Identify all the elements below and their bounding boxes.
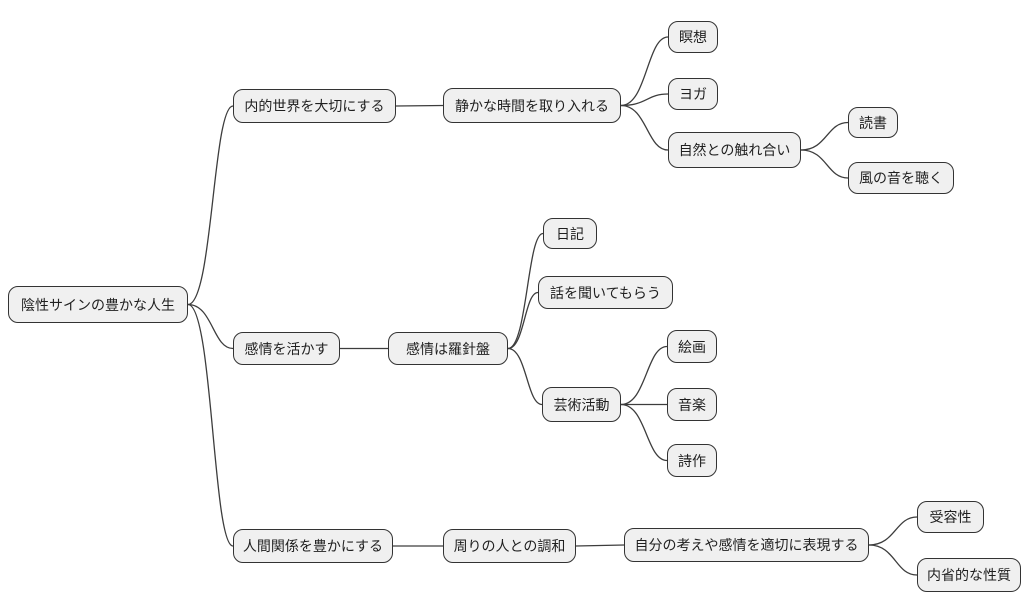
mindmap-node-being-heard-label: 話を聞いてもらう [550,284,661,301]
edge-art-activities-poetry [620,403,668,462]
mindmap-node-rich-relationships[interactable]: 人間関係を豊かにする [233,529,393,563]
mindmap-node-poetry-label: 詩作 [678,452,706,469]
edge-emotion-compass-art-activities [507,347,543,406]
edge-root-rich-relationships [187,303,234,547]
edge-quiet-time-nature-contact [620,104,669,151]
mindmap-node-receptivity[interactable]: 受容性 [917,501,984,533]
edge-nature-contact-wind-sound [800,149,849,179]
edge-root-inner-world [187,105,234,306]
mindmap-node-yoga-label: ヨガ [679,86,707,102]
edge-inner-world-quiet-time [395,104,444,107]
edge-quiet-time-yoga [620,93,669,107]
mindmap-node-inner-world-label: 内的世界を大切にする [244,98,385,114]
mindmap-node-quiet-time-label: 静かな時間を取り入れる [455,97,609,114]
edge-express-introspective [868,544,918,576]
mindmap-node-meditation[interactable]: 瞑想 [668,21,718,53]
mindmap-node-nature-contact-label: 自然との触れ合い [678,142,791,158]
mindmap-node-reading[interactable]: 読書 [848,107,898,138]
mindmap-node-music[interactable]: 音楽 [667,388,717,421]
mindmap-node-use-emotions[interactable]: 感情を活かす [233,332,340,365]
mindmap-node-rich-relationships-label: 人間関係を豊かにする [242,538,384,554]
mindmap-node-introspective-label: 内省的な性質 [927,567,1011,583]
mindmap-node-art-activities-label: 芸術活動 [553,396,610,413]
mindmap-node-music-label: 音楽 [678,396,706,413]
mindmap-node-express[interactable]: 自分の考えや感情を適切に表現する [624,528,869,562]
mindmap-node-emotion-compass-label: 感情は羅針盤 [406,340,490,357]
mindmap-node-painting-label: 絵画 [678,338,706,355]
mindmap-node-harmony-label: 周りの人との調和 [453,538,566,554]
mindmap-node-inner-world[interactable]: 内的世界を大切にする [233,89,396,123]
mindmap-node-receptivity-label: 受容性 [929,509,972,525]
mindmap-node-wind-sound[interactable]: 風の音を聴く [848,162,954,194]
mindmap-node-diary-label: 日記 [556,225,584,242]
edge-art-activities-painting [620,345,668,406]
mindmap-node-painting[interactable]: 絵画 [667,330,717,363]
edge-express-receptivity [868,516,918,546]
edge-harmony-express [575,544,625,547]
mindmap-node-express-label: 自分の考えや感情を適切に表現する [634,537,859,553]
mindmap-node-wind-sound-label: 風の音を聴く [859,170,943,186]
mindmap-node-poetry[interactable]: 詩作 [667,444,717,477]
mindmap-node-yoga[interactable]: ヨガ [668,78,718,110]
mindmap-node-root[interactable]: 陰性サインの豊かな人生 [8,286,188,323]
mindmap-node-nature-contact[interactable]: 自然との触れ合い [668,132,801,168]
edge-nature-contact-reading [800,121,849,151]
edge-quiet-time-meditation [620,36,669,107]
mindmap-node-reading-label: 読書 [859,114,887,131]
edge-root-use-emotions [187,303,234,350]
mindmap-node-use-emotions-label: 感情を活かす [244,340,329,357]
mindmap-node-being-heard[interactable]: 話を聞いてもらう [538,276,673,309]
mindmap-node-quiet-time[interactable]: 静かな時間を取り入れる [443,88,621,123]
mindmap-node-diary[interactable]: 日記 [543,218,597,249]
mindmap-node-art-activities[interactable]: 芸術活動 [542,387,621,422]
mindmap-node-harmony[interactable]: 周りの人との調和 [443,529,576,563]
edge-emotion-compass-being-heard [507,291,539,350]
mindmap-node-emotion-compass[interactable]: 感情は羅針盤 [388,332,508,365]
mindmap-node-meditation-label: 瞑想 [679,29,707,45]
mindmap-node-introspective[interactable]: 内省的な性質 [917,558,1021,592]
mindmap-node-root-label: 陰性サインの豊かな人生 [21,296,175,313]
